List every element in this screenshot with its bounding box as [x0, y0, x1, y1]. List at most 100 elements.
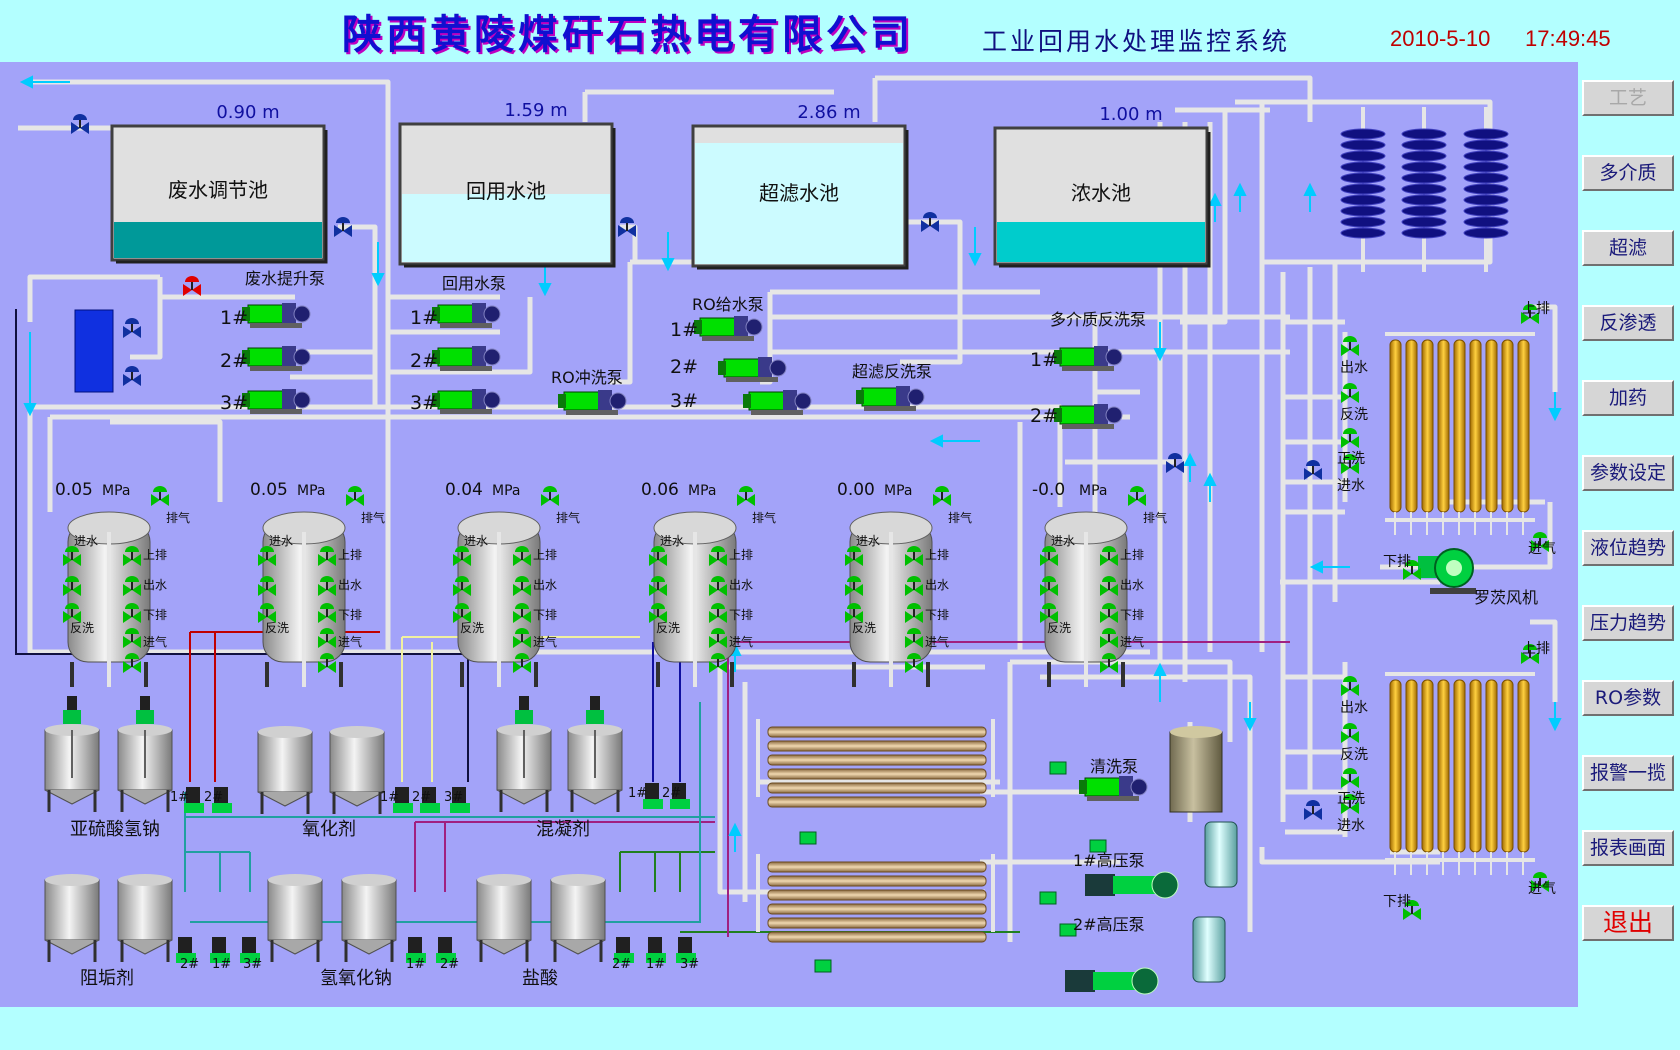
filter-3-lower-valve[interactable] [709, 603, 727, 623]
dosing-pump-7[interactable] [176, 937, 196, 963]
dosing-pump-5[interactable] [643, 783, 663, 809]
filter-4-air-valve[interactable] [905, 653, 923, 673]
filter-2-outlet-valve[interactable] [513, 576, 531, 596]
filter-4-inlet-valve[interactable] [845, 546, 863, 566]
uf-1-backwash-valve[interactable] [1341, 723, 1359, 743]
filter-1-upper-valve[interactable] [258, 576, 276, 596]
filter-5-outlet-valve[interactable] [1100, 576, 1118, 596]
filter-2-backwash-valve[interactable] [453, 603, 471, 623]
filter-4-lower-valve[interactable] [905, 603, 923, 623]
feed-inlet-valve[interactable] [71, 114, 89, 134]
lift-bypass-valve[interactable] [183, 276, 201, 296]
filter-4-upper-valve[interactable] [845, 576, 863, 596]
filter-0-upper-valve[interactable] [63, 576, 81, 596]
nav-button-11[interactable]: 退出 [1582, 905, 1674, 941]
dosing-pump-9[interactable] [240, 937, 260, 963]
uf-1-feed-valve[interactable] [1304, 800, 1322, 820]
filter-1-inlet-valve[interactable] [258, 546, 276, 566]
uf-1-air-valve[interactable] [1531, 872, 1549, 892]
nav-button-9[interactable]: 报警一揽 [1582, 755, 1674, 791]
dosing-pump-10[interactable] [406, 937, 426, 963]
ro-feed-pump-3[interactable] [743, 390, 812, 415]
uf-0-outlet-valve[interactable] [1341, 336, 1359, 356]
cleaning-pump[interactable] [1079, 776, 1148, 801]
uf-0-air-valve[interactable] [1531, 532, 1549, 552]
filter-3-outlet-valve[interactable] [709, 576, 727, 596]
filter-5-bottom-drain-valve[interactable] [1100, 628, 1118, 648]
ro-feed-pump-2[interactable] [718, 357, 787, 382]
filter-3-backwash-valve[interactable] [649, 603, 667, 623]
dosing-pump-1[interactable] [212, 787, 232, 813]
uf-0-feed-valve[interactable] [1304, 460, 1322, 480]
uf-1-bottom-drain-valve[interactable] [1403, 900, 1421, 920]
filter-3-air-valve[interactable] [709, 653, 727, 673]
nav-button-6[interactable]: 液位趋势 [1582, 530, 1674, 566]
dosing-pump-14[interactable] [676, 937, 696, 963]
dosing-pump-6[interactable] [670, 783, 690, 809]
dosing-pump-8[interactable] [210, 937, 230, 963]
filter-1-outlet-valve[interactable] [318, 576, 336, 596]
filter-3-bottom-drain-valve[interactable] [709, 628, 727, 648]
filter-5-backwash-valve[interactable] [1040, 603, 1058, 623]
nav-button-7[interactable]: 压力趋势 [1582, 605, 1674, 641]
uf-0-forward-valve[interactable] [1341, 428, 1359, 448]
high-pressure-pump-1[interactable] [1085, 871, 1179, 899]
nav-button-3[interactable]: 反渗透 [1582, 305, 1674, 341]
filter-1-air-valve[interactable] [318, 653, 336, 673]
filter-2-lower-valve[interactable] [513, 603, 531, 623]
dosing-pump-4[interactable] [450, 787, 470, 813]
dosing-pump-13[interactable] [646, 937, 666, 963]
mm-backwash-valve[interactable] [1166, 453, 1184, 473]
filter-1-top-drain-valve[interactable] [318, 546, 336, 566]
mm-backwash-pump-1[interactable] [1054, 346, 1123, 371]
uf-1-inlet-valve[interactable] [1341, 794, 1359, 814]
mm-backwash-pump-2[interactable] [1054, 404, 1123, 429]
filter-3-top-drain-valve[interactable] [709, 546, 727, 566]
filter-1-backwash-valve[interactable] [258, 603, 276, 623]
filter-0-backwash-valve[interactable] [63, 603, 81, 623]
dosing-pump-0[interactable] [184, 787, 204, 813]
nav-button-10[interactable]: 报表画面 [1582, 830, 1674, 866]
filter-3-vent-valve[interactable] [737, 486, 755, 506]
dosing-pump-12[interactable] [614, 937, 634, 963]
filter-2-air-valve[interactable] [513, 653, 531, 673]
tank1-outlet-valve[interactable] [618, 217, 636, 237]
filter-3-inlet-valve[interactable] [649, 546, 667, 566]
lift-pump-3[interactable] [242, 389, 311, 414]
reuse-pump-3[interactable] [432, 389, 501, 414]
uf-1-top-drain-valve[interactable] [1521, 644, 1539, 664]
filter-2-upper-valve[interactable] [453, 576, 471, 596]
filter-4-vent-valve[interactable] [933, 486, 951, 506]
filter-1-lower-valve[interactable] [318, 603, 336, 623]
filter-2-top-drain-valve[interactable] [513, 546, 531, 566]
filter-0-vent-valve[interactable] [151, 486, 169, 506]
nav-button-5[interactable]: 参数设定 [1582, 455, 1674, 491]
high-pressure-pump-2[interactable] [1065, 967, 1159, 995]
dosing-pump-3[interactable] [420, 787, 440, 813]
nav-button-8[interactable]: RO参数 [1582, 680, 1674, 716]
filter-0-top-drain-valve[interactable] [123, 546, 141, 566]
lift-pump-1[interactable] [242, 303, 311, 328]
filter-0-outlet-valve[interactable] [123, 576, 141, 596]
nav-button-1[interactable]: 多介质 [1582, 155, 1674, 191]
filter-0-air-valve[interactable] [123, 653, 141, 673]
filter-0-inlet-valve[interactable] [63, 546, 81, 566]
filter-3-upper-valve[interactable] [649, 576, 667, 596]
nav-button-4[interactable]: 加药 [1582, 380, 1674, 416]
tank0-outlet-valve[interactable] [334, 217, 352, 237]
filter-5-top-drain-valve[interactable] [1100, 546, 1118, 566]
filter-5-lower-valve[interactable] [1100, 603, 1118, 623]
uf-1-forward-valve[interactable] [1341, 768, 1359, 788]
filter-5-air-valve[interactable] [1100, 653, 1118, 673]
filter-4-bottom-drain-valve[interactable] [905, 628, 923, 648]
dosing-pump-11[interactable] [436, 937, 456, 963]
exchanger-inlet-valve[interactable] [123, 318, 141, 338]
uf-1-outlet-valve[interactable] [1341, 676, 1359, 696]
filter-0-bottom-drain-valve[interactable] [123, 628, 141, 648]
tank2-outlet-valve[interactable] [921, 212, 939, 232]
nav-button-0[interactable]: 工艺 [1582, 80, 1674, 116]
filter-0-lower-valve[interactable] [123, 603, 141, 623]
uf-0-backwash-valve[interactable] [1341, 383, 1359, 403]
filter-2-inlet-valve[interactable] [453, 546, 471, 566]
filter-4-top-drain-valve[interactable] [905, 546, 923, 566]
